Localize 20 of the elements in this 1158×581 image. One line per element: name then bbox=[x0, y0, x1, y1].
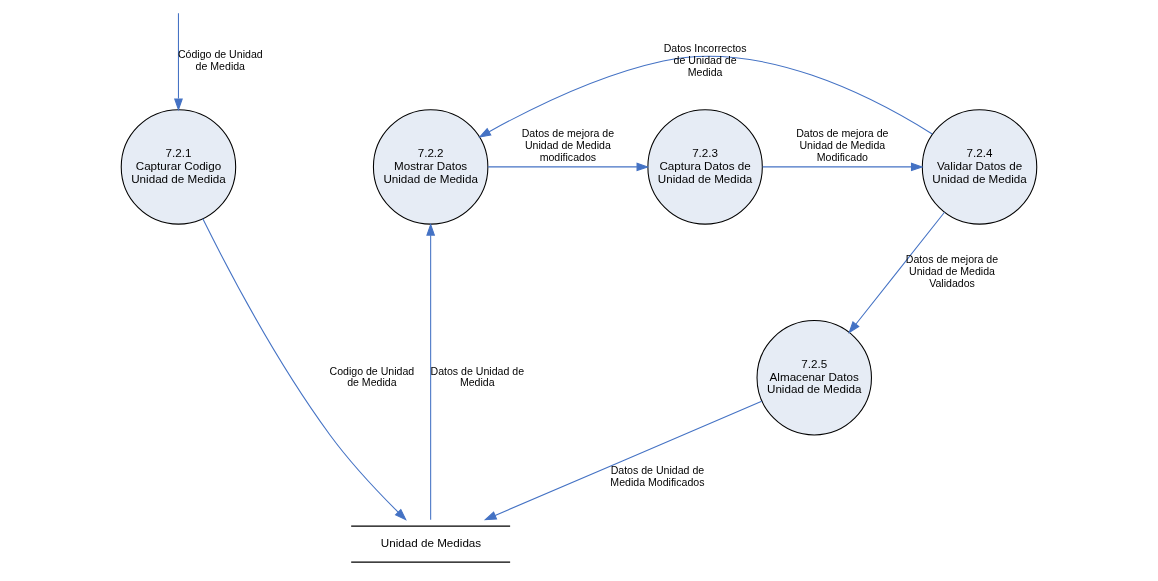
arrow bbox=[174, 12, 183, 112]
edge-label: Datos de Unidad de Medida bbox=[430, 364, 525, 389]
edge-label: Datos de mejora de Unidad de Medida Validados bbox=[905, 253, 999, 289]
edge-label: Datos de Unidad de Medida Modificados bbox=[610, 464, 705, 488]
arrow bbox=[762, 162, 924, 172]
node-circle: 7.2.2 Mostrar Datos Unidad de Medida bbox=[372, 109, 489, 225]
arrow bbox=[848, 211, 945, 334]
arrow bbox=[478, 55, 933, 138]
edge-label: Codigo de Unidad de Medida bbox=[329, 364, 415, 389]
arrow bbox=[483, 400, 763, 521]
node-circle: 7.2.1 Capturar Codigo Unidad de Medida bbox=[120, 109, 237, 225]
node-text: Unidad de Medidas bbox=[380, 536, 482, 550]
node-circle: 7.2.4 Validar Datos de Unidad de Medida bbox=[921, 109, 1038, 225]
node-circle: 7.2.3 Captura Datos de Unidad de Medida bbox=[647, 109, 763, 225]
edge-label: Datos de mejora de Unidad de Medida Modificado bbox=[796, 127, 889, 163]
arrow bbox=[426, 222, 436, 521]
arrow bbox=[487, 162, 650, 172]
edge-label: Datos de mejora de Unidad de Medida modificados bbox=[521, 127, 615, 163]
edge-label: Datos Incorrectos de Unidad de Medida bbox=[663, 42, 747, 78]
arrow bbox=[202, 218, 407, 521]
